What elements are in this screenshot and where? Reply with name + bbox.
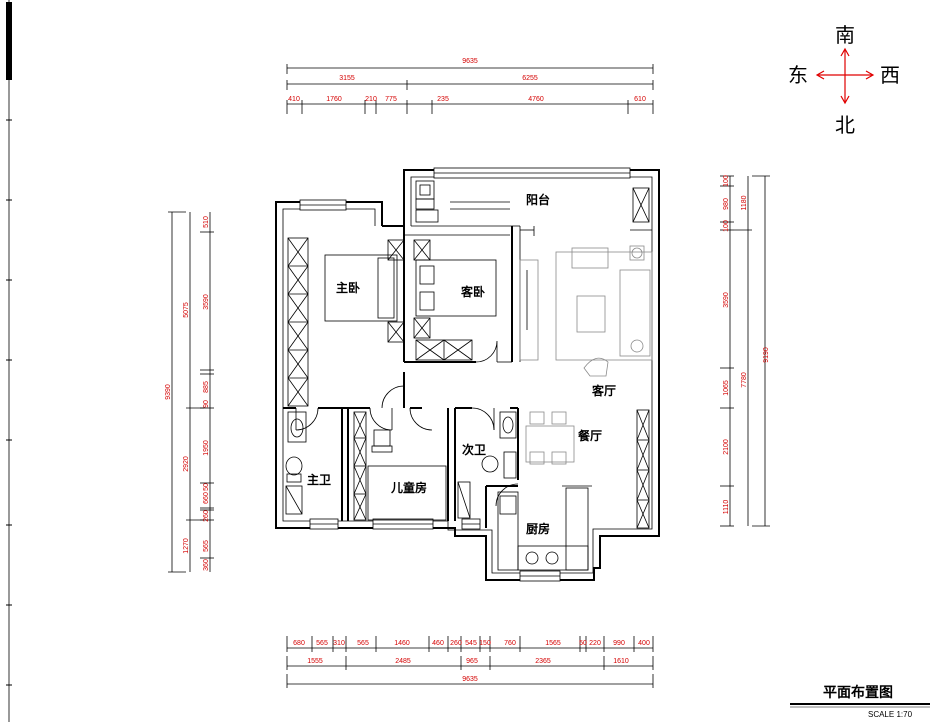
dim-bottom-small-13: 220 <box>589 640 601 647</box>
dim-right-small-6: 2100 <box>723 439 730 455</box>
dim-left-small-6: 660 <box>203 492 210 504</box>
dim-left-small-4: 885 <box>203 381 210 393</box>
room-secondary-bath: 次卫 <box>462 442 486 457</box>
dim-top-small-3: 210 <box>365 96 377 103</box>
dim-bottom-small-10: 760 <box>504 640 516 647</box>
room-master-bedroom: 主卧 <box>336 280 360 295</box>
dim-right-small-4: 3590 <box>723 292 730 308</box>
drawing-title: 平面布置图 <box>823 684 893 701</box>
walls <box>275 169 660 581</box>
dim-top-total: 9635 <box>462 58 478 65</box>
dim-bottom-mid-2: 2485 <box>395 658 411 665</box>
dim-left-small-8: 260 <box>203 510 210 522</box>
dim-bottom-small-9: 150 <box>479 640 491 647</box>
room-kids-room: 儿童房 <box>390 480 427 495</box>
dim-left-small-2: 3590 <box>203 294 210 310</box>
left-dimensions: 9390 5075 2920 1270 510 3590 90 885 1950… <box>165 211 214 573</box>
dim-top-small-7: 610 <box>634 96 646 103</box>
dim-bottom-small-5: 1460 <box>394 640 410 647</box>
dim-bottom-small-8: 545 <box>465 640 477 647</box>
dim-bottom-mid-1: 1555 <box>307 658 323 665</box>
dim-left-mid-1: 5075 <box>183 302 190 318</box>
dim-left-small-7: 50 <box>203 483 210 491</box>
right-dimensions: 9190 1180 7780 100 980 100 3590 1065 210… <box>720 175 770 527</box>
dim-right-mid-2: 7780 <box>741 372 748 388</box>
living-room-furniture <box>519 245 653 377</box>
room-living-room: 客厅 <box>591 383 616 398</box>
dining-area <box>525 409 650 529</box>
dim-left-total: 9390 <box>165 384 172 400</box>
compass: 南 北 东 西 <box>788 23 900 137</box>
dim-bottom-mid-4: 2365 <box>535 658 551 665</box>
room-labels: 阳台 主卧 客卧 客厅 餐厅 次卫 主卫 儿童房 厨房 <box>307 192 616 536</box>
dim-left-small-1: 510 <box>203 216 210 228</box>
dim-right-mid-1: 1180 <box>741 195 748 210</box>
kitchen-fixtures <box>497 485 592 571</box>
master-bedroom-furniture <box>287 237 405 407</box>
dim-top-mid-2: 6255 <box>522 75 538 82</box>
room-balcony: 阳台 <box>526 192 550 207</box>
dim-right-small-3: 100 <box>723 220 730 232</box>
dim-bottom-small-12: 50 <box>579 640 587 647</box>
dim-top-small-5: 235 <box>437 96 449 103</box>
bottom-dimensions: 680 565 310 565 1460 460 260 545 150 760… <box>286 636 654 688</box>
left-ruler <box>6 0 12 722</box>
dim-bottom-total: 9635 <box>462 676 478 683</box>
dim-top-small-2: 1760 <box>326 96 342 103</box>
dim-top-small-4: 775 <box>385 96 397 103</box>
dim-left-mid-3: 1270 <box>183 538 190 554</box>
room-guest-bedroom: 客卧 <box>460 284 485 299</box>
dim-right-small-7: 1110 <box>723 500 730 515</box>
room-dining-room: 餐厅 <box>578 428 602 443</box>
dim-right-small-2: 980 <box>723 198 730 210</box>
dim-right-total: 9190 <box>763 347 770 363</box>
dim-bottom-small-11: 1565 <box>545 640 561 647</box>
dim-bottom-small-7: 260 <box>450 640 462 647</box>
dim-right-small-5: 1065 <box>723 380 730 396</box>
compass-south: 南 <box>835 23 855 47</box>
compass-north: 北 <box>835 113 855 137</box>
dim-bottom-small-2: 565 <box>316 640 328 647</box>
dim-bottom-small-14: 990 <box>613 640 625 647</box>
dim-bottom-small-4: 565 <box>357 640 369 647</box>
balcony-fixtures <box>415 180 650 223</box>
title-block: 平面布置图 SCALE 1:70 <box>790 684 930 719</box>
bathroom-fixtures <box>285 411 517 521</box>
windows <box>299 167 631 582</box>
dim-bottom-mid-5: 1610 <box>613 658 629 665</box>
guest-bedroom-furniture <box>413 239 498 363</box>
dim-bottom-small-15: 400 <box>638 640 650 647</box>
dim-bottom-small-6: 460 <box>432 640 444 647</box>
compass-east: 东 <box>788 63 808 87</box>
dim-left-small-5: 1950 <box>203 440 210 456</box>
dim-top-mid-1: 3155 <box>339 75 355 82</box>
dim-top-small-6: 4760 <box>528 96 544 103</box>
dim-right-small-1: 100 <box>723 175 730 187</box>
top-dimensions: 9635 3155 6255 410 1760 210 775 235 4760… <box>286 58 654 114</box>
dim-bottom-small-3: 310 <box>333 640 345 647</box>
dim-bottom-mid-3: 965 <box>466 658 478 665</box>
dim-left-small-3: 90 <box>203 400 210 408</box>
dim-left-small-9: 565 <box>203 540 210 552</box>
drawing-scale: SCALE 1:70 <box>868 710 913 719</box>
dim-left-small-10: 360 <box>203 559 210 571</box>
compass-arrows-icon <box>815 47 875 105</box>
dim-left-mid-2: 2920 <box>183 456 190 472</box>
doors <box>295 372 519 507</box>
room-kitchen: 厨房 <box>526 521 550 536</box>
dim-bottom-small-1: 680 <box>293 640 305 647</box>
dim-top-small-1: 410 <box>288 96 300 103</box>
compass-west: 西 <box>880 63 900 87</box>
room-master-bath: 主卫 <box>307 472 331 487</box>
